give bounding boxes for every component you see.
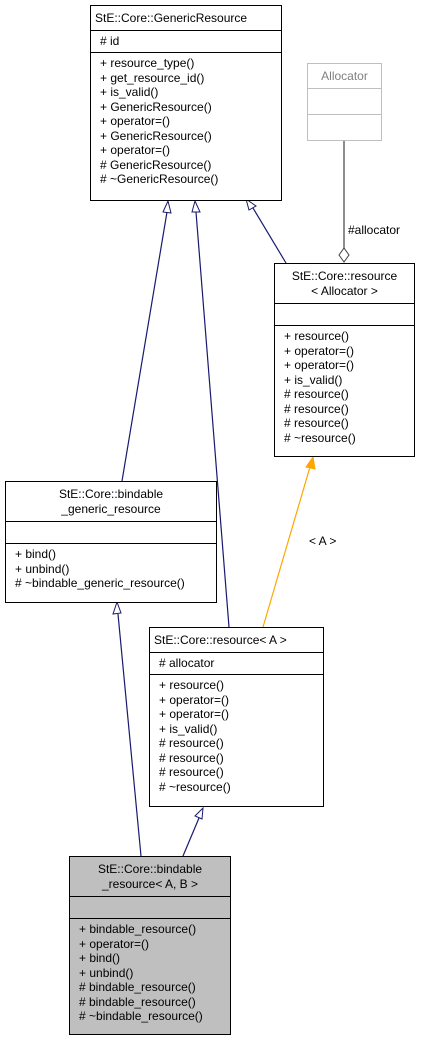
class-allocator[interactable]: Allocator xyxy=(307,63,382,141)
attributes-compartment xyxy=(275,303,414,325)
class-member: + operator=() xyxy=(79,936,150,951)
class-member: # bindable_resource() xyxy=(79,994,196,1009)
edge-label-template-args: < A > xyxy=(309,534,337,548)
class-member: + operator=() xyxy=(284,343,355,358)
class-resource-allocator[interactable]: StE::Core::resource < Allocator > + reso… xyxy=(274,263,415,457)
edge-template-instantiation-arrowhead xyxy=(305,455,316,470)
class-title: StE::Core::bindable _generic_resource xyxy=(58,487,164,516)
methods-compartment: + resource()+ operator=()+ operator=()+ … xyxy=(275,325,414,448)
class-member: # ~GenericResource() xyxy=(100,172,219,186)
class-generic-resource[interactable]: StE::Core::GenericResource # id + resour… xyxy=(90,5,282,201)
methods-compartment: + resource()+ operator=()+ operator=()+ … xyxy=(150,674,323,797)
class-member: # ~bindable_generic_resource() xyxy=(15,576,185,590)
class-member: # ~resource() xyxy=(159,779,231,794)
edge-template-instantiation xyxy=(262,466,311,628)
attributes-compartment xyxy=(6,521,216,543)
edge-resource-a-to-generic-resource-arrowhead xyxy=(191,199,201,213)
class-title: StE::Core::resource< A > xyxy=(154,633,287,647)
edge-bindable-resource-to-resource-a-arrowhead xyxy=(194,806,204,820)
class-member: + unbind() xyxy=(79,965,134,980)
attributes-compartment xyxy=(308,88,381,114)
edge-resource-allocator-to-generic-resource xyxy=(252,207,287,264)
edge-bindable-resource-to-bindable-generic xyxy=(117,613,142,857)
class-member: # allocator xyxy=(159,656,215,670)
edge-allocator-usage-diamond xyxy=(338,247,350,263)
class-member: # ~resource() xyxy=(284,430,356,445)
class-member: + is_valid() xyxy=(100,85,159,99)
class-member: + operator=() xyxy=(159,692,230,707)
edge-bindable-generic-to-generic-resource-arrowhead xyxy=(162,199,172,214)
class-member: + unbind() xyxy=(15,561,70,576)
class-member: # resource() xyxy=(284,416,349,430)
class-title: StE::Core::resource < Allocator > xyxy=(291,269,398,298)
class-member: + operator=() xyxy=(159,707,230,721)
class-member: + operator=() xyxy=(100,143,171,157)
class-bindable-resource[interactable]: StE::Core::bindable _resource< A, B > + … xyxy=(69,856,231,1035)
class-title: StE::Core::GenericResource xyxy=(95,11,248,25)
attributes-compartment xyxy=(70,896,230,918)
class-member: + resource() xyxy=(159,678,225,692)
edge-resource-a-to-generic-resource xyxy=(195,211,230,628)
edge-bindable-resource-to-resource-a xyxy=(182,817,200,857)
attributes-compartment: # allocator xyxy=(150,652,323,674)
class-member: # id xyxy=(100,34,120,48)
class-member: # resource() xyxy=(159,765,224,779)
class-member: # resource() xyxy=(284,387,349,401)
class-title: StE::Core::bindable _resource< A, B > xyxy=(97,862,203,891)
methods-compartment: + resource_type()+ get_resource_id()+ is… xyxy=(91,52,281,190)
edge-bindable-resource-to-bindable-generic-arrowhead xyxy=(112,600,122,615)
class-member: + is_valid() xyxy=(284,372,343,387)
class-member: + bindable_resource() xyxy=(79,922,197,936)
class-member: + bind() xyxy=(79,951,121,965)
class-member: # GenericResource() xyxy=(100,157,212,172)
class-member: # resource() xyxy=(159,750,224,765)
class-member: + operator=() xyxy=(284,358,355,372)
class-member: + resource() xyxy=(284,329,350,343)
edge-resource-allocator-to-generic-resource-arrowhead xyxy=(245,197,257,211)
class-member: + bind() xyxy=(15,547,57,561)
class-resource-a[interactable]: StE::Core::resource< A > # allocator + r… xyxy=(149,627,324,807)
class-member: + is_valid() xyxy=(159,721,218,736)
edge-label-allocator-member: #allocator xyxy=(348,223,401,237)
class-member: + operator=() xyxy=(100,114,171,128)
class-member: + get_resource_id() xyxy=(100,70,205,85)
class-member: # resource() xyxy=(284,401,349,416)
methods-compartment xyxy=(308,114,381,140)
class-member: + resource_type() xyxy=(100,56,195,70)
methods-compartment: + bindable_resource()+ operator=()+ bind… xyxy=(70,918,230,1027)
attributes-compartment: # id xyxy=(91,30,281,52)
methods-compartment: + bind()+ unbind()# ~bindable_generic_re… xyxy=(6,543,216,594)
class-member: + GenericResource() xyxy=(100,128,212,143)
class-member: # ~bindable_resource() xyxy=(79,1009,203,1023)
class-member: + GenericResource() xyxy=(100,99,212,114)
class-bindable-generic-resource[interactable]: StE::Core::bindable _generic_resource + … xyxy=(5,481,217,603)
class-title: Allocator xyxy=(321,69,368,83)
edge-bindable-generic-to-generic-resource xyxy=(121,211,168,482)
class-member: # resource() xyxy=(159,736,224,750)
class-member: # bindable_resource() xyxy=(79,980,196,994)
